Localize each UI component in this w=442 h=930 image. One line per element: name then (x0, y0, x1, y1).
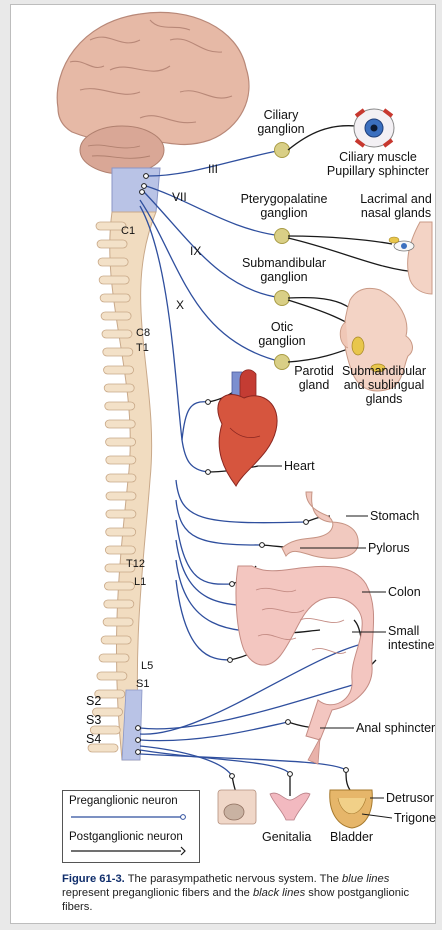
label-otic-ganglion: Otic ganglion (256, 320, 308, 348)
vertebra (106, 510, 136, 518)
bladder-illustration (330, 790, 373, 828)
spinal-label-c1: C1 (121, 224, 135, 238)
vertebra (99, 276, 129, 284)
vertebra (106, 528, 136, 536)
spinal-label-l1: L1 (134, 575, 146, 589)
label-bladder: Bladder (330, 830, 373, 844)
label-genitalia: Genitalia (262, 830, 311, 844)
label-ciliary-ganglion: Ciliary ganglion (256, 108, 306, 136)
label-heart: Heart (284, 459, 315, 473)
vertebra (105, 402, 135, 410)
caption-text-2: represent preganglionic fibers and the (62, 887, 253, 899)
spinal-label-c8: C8 (136, 326, 150, 340)
label-stomach: Stomach (370, 509, 419, 523)
spinal-label-t12: T12 (126, 557, 145, 571)
vertebra (106, 492, 136, 500)
vertebra (102, 330, 132, 338)
brain-illustration (57, 12, 249, 212)
label-pterygopalatine-ganglion: Pterygopalatine ganglion (234, 192, 334, 220)
vertebra (105, 420, 135, 428)
caption-text-1: The parasympathetic nervous system. The (125, 873, 342, 885)
nerve-label-ix: IX (190, 244, 201, 258)
label-lacrimal-nasal-glands: Lacrimal and nasal glands (354, 192, 438, 220)
vertebra (98, 258, 128, 266)
label-detrusor: Detrusor (386, 791, 434, 805)
face-upper-illustration (389, 222, 432, 294)
vertebra (106, 456, 136, 464)
vertebra (97, 672, 127, 680)
label-ciliary-muscle: Ciliary muscle Pupillary sphincter (322, 150, 434, 178)
intestine-illustration (236, 566, 374, 764)
vertebra (103, 348, 133, 356)
caption-figure-number: Figure 61-3. (62, 873, 125, 885)
genitalia-illustration (218, 790, 310, 824)
heart-illustration (218, 370, 277, 486)
vertebra (103, 618, 133, 626)
vertebra (104, 600, 134, 608)
vertebra (104, 384, 134, 392)
label-small-intestine: Small intestine (388, 624, 435, 652)
legend-lines (63, 791, 201, 864)
vertebra (101, 312, 131, 320)
nerve-label-vii: VII (172, 190, 187, 204)
label-parotid-gland: Parotid gland (290, 364, 338, 392)
nerve-label-iii: III (208, 162, 218, 176)
parasympathetic-diagram (0, 0, 442, 870)
legend-postganglionic-label: Postganglionic neuron (69, 831, 183, 843)
spinal-label-s4: S4 (86, 732, 101, 746)
vertebra (100, 294, 130, 302)
spinal-label-s2: S2 (86, 694, 101, 708)
label-anal-sphincter: Anal sphincter (356, 721, 435, 735)
label-pylorus: Pylorus (368, 541, 410, 555)
label-trigone: Trigone (394, 811, 436, 825)
vertebra (104, 582, 134, 590)
vertebra (105, 546, 135, 554)
vertebra (101, 636, 131, 644)
vertebra (104, 366, 134, 374)
eye-illustration (354, 109, 394, 147)
nerve-label-x: X (176, 298, 184, 312)
caption-blue-lines: blue lines (342, 873, 389, 885)
vertebra (106, 474, 136, 482)
spinal-label-l5: L5 (141, 659, 153, 673)
vertebra (106, 438, 136, 446)
vertebra (97, 240, 127, 248)
label-submandibular-sublingual-glands: Submandibular and sublingual glands (336, 364, 432, 406)
spinal-label-t1: T1 (136, 341, 149, 355)
label-submandibular-ganglion: Submandibular ganglion (236, 256, 332, 284)
spinal-label-s1: S1 (136, 677, 149, 691)
legend: Preganglionic neuron Postganglionic neur… (62, 790, 200, 863)
figure-caption: Figure 61-3. The parasympathetic nervous… (62, 872, 434, 914)
label-colon: Colon (388, 585, 421, 599)
vertebra (99, 654, 129, 662)
spinal-label-s3: S3 (86, 713, 101, 727)
caption-black-lines: black lines (253, 887, 305, 899)
